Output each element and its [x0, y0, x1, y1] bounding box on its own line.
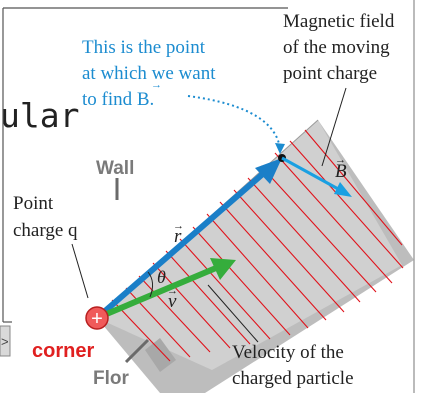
floor-label: Flor [93, 368, 129, 389]
theta-arc [147, 271, 154, 298]
r-vector-arrow: → [173, 220, 184, 232]
velocity-leader [207, 284, 259, 343]
side-tab-arrow-icon: > [1, 334, 9, 349]
b-vector-shaft [281, 156, 341, 192]
b-vector-label: B [335, 161, 347, 182]
plus-sign: + [91, 308, 103, 330]
v-vector-head [210, 258, 236, 280]
wall-label: Wall [96, 158, 134, 179]
floor-tick [124, 338, 150, 364]
v-vector-shaft [95, 265, 218, 321]
v-vector-label: v [168, 291, 177, 312]
r-vector-shaft [95, 169, 267, 321]
side-tab [0, 325, 11, 357]
overlay-text-fragment: ular [0, 96, 80, 135]
field-label-line-1: Magnetic field [283, 11, 395, 32]
b-vector-arrow: → [335, 154, 346, 166]
r-vector-head [255, 158, 282, 184]
floor-shadow [145, 338, 176, 372]
note-leader-dotted [187, 95, 281, 151]
velocity-label-line-2: charged particle [232, 368, 354, 389]
note-arrow-over-b: → [151, 79, 162, 91]
point-charge-line-1: Point [13, 193, 54, 214]
v-vector-arrow: → [167, 285, 178, 297]
field-label-line-2: of the moving [283, 37, 390, 58]
point-note-line-2: at which we want [82, 63, 216, 84]
b-vector-head [334, 182, 352, 197]
point-note-line-3: to find B. [82, 89, 154, 110]
velocity-label-line-1: Velocity of the [232, 342, 344, 363]
theta-label: θ [157, 267, 166, 287]
point-charge-line-2: charge q [13, 220, 78, 241]
note-leader-head [275, 143, 285, 154]
field-label-line-3: point charge [283, 63, 377, 84]
point-note-line-1: This is the point [82, 37, 206, 58]
point-charge [85, 306, 109, 330]
charge-leader [71, 243, 89, 299]
corner-label: corner [32, 340, 94, 362]
r-vector-label: r [174, 226, 182, 247]
field-leader [321, 87, 347, 167]
